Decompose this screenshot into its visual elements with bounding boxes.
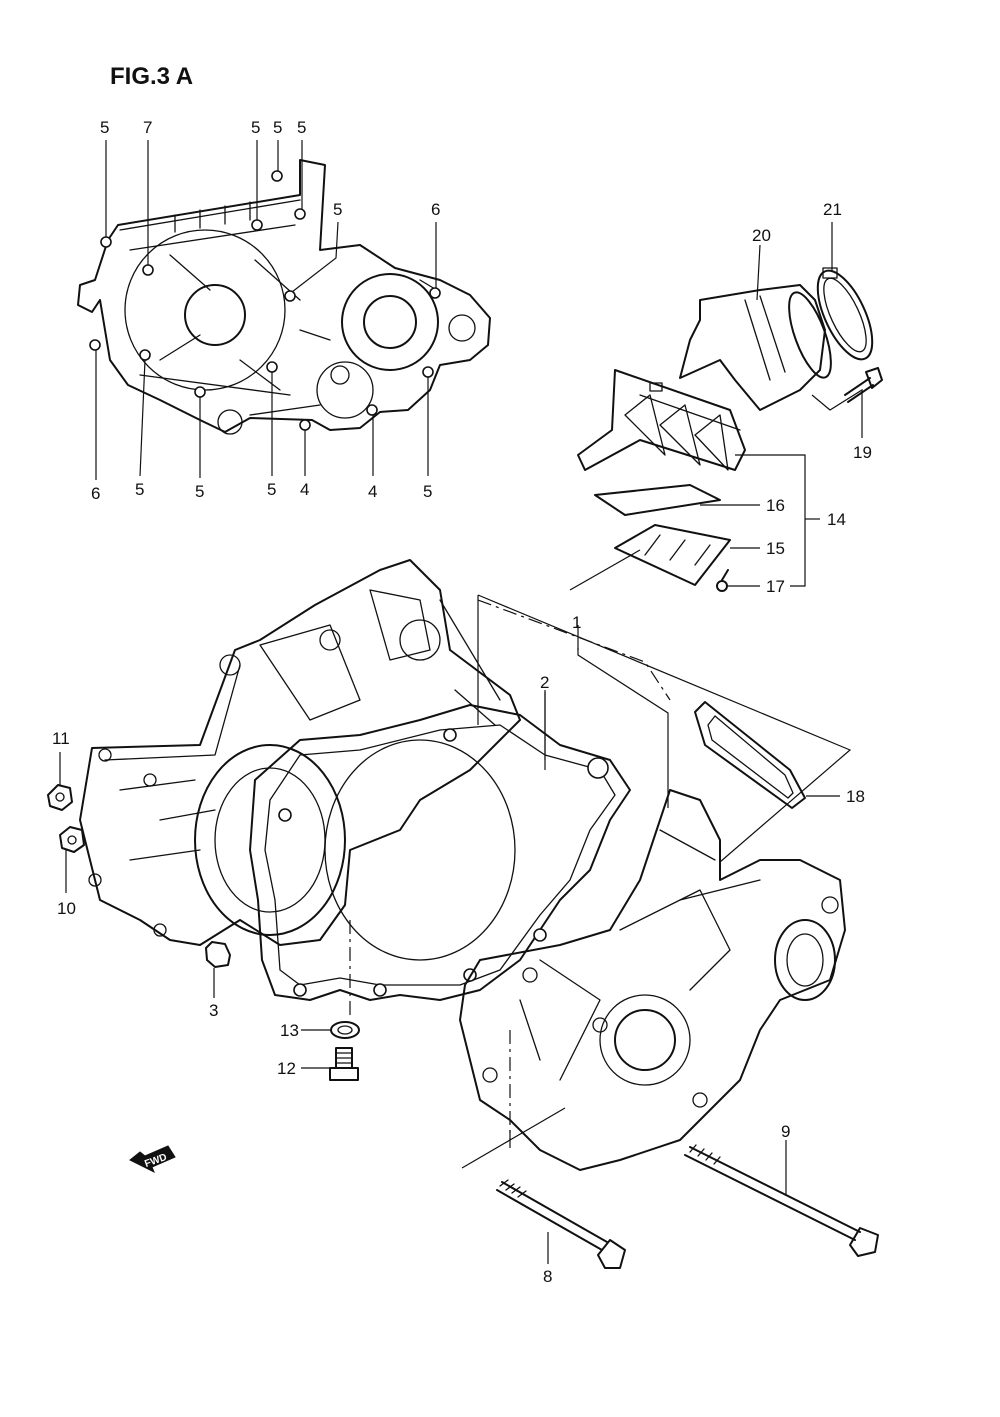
bolt-9	[684, 1144, 879, 1257]
intake-callout-leaders	[569, 222, 863, 591]
intake-clamp	[816, 267, 874, 361]
drain-plug-12	[329, 1047, 359, 1081]
figure-title: FIG.3 A	[110, 63, 193, 90]
callout-5: 5	[273, 118, 282, 137]
reed-plate-15	[614, 524, 731, 586]
callout-4: 4	[368, 482, 377, 501]
callout-8: 8	[543, 1267, 552, 1286]
callout-5: 5	[100, 118, 109, 137]
callout-labels: 5 7 5 5 5 5 6 6 5 5 5 4 4 5 20 21 19 16 …	[52, 118, 872, 1286]
forward-direction-arrow: FWD	[129, 1145, 176, 1174]
crankcase-right-half	[459, 789, 846, 1171]
callout-9: 9	[781, 1122, 790, 1141]
bottom-callout-leaders	[59, 625, 840, 1264]
callout-6: 6	[91, 484, 100, 503]
callout-15: 15	[766, 539, 785, 558]
callout-2: 2	[540, 673, 549, 692]
bolt-8	[496, 1179, 626, 1269]
callout-5: 5	[267, 480, 276, 499]
top-callout-leaders	[95, 140, 437, 480]
callout-14: 14	[827, 510, 846, 529]
nut-10	[59, 826, 85, 853]
callout-5: 5	[251, 118, 260, 137]
callout-6: 6	[431, 200, 440, 219]
nut-11	[47, 784, 73, 811]
reed-valve-gasket	[694, 701, 806, 809]
callout-13: 13	[280, 1021, 299, 1040]
callout-10: 10	[57, 899, 76, 918]
callout-4: 4	[300, 480, 309, 499]
callout-7: 7	[143, 118, 152, 137]
gasket-washer-13	[330, 1021, 360, 1039]
callout-16: 16	[766, 496, 785, 515]
crankcase-gasket	[249, 704, 631, 1001]
callout-11: 11	[52, 729, 70, 748]
callout-1: 1	[572, 613, 581, 632]
reed-valve-assembly	[577, 369, 746, 471]
crankcase-left-half	[79, 559, 521, 946]
callout-17: 17	[766, 577, 785, 596]
callout-20: 20	[752, 226, 771, 245]
callout-18: 18	[846, 787, 865, 806]
callout-5: 5	[333, 200, 342, 219]
intake-pipe	[679, 284, 832, 411]
callout-19: 19	[853, 443, 872, 462]
callout-5: 5	[423, 482, 432, 501]
callout-5: 5	[195, 482, 204, 501]
callout-5: 5	[135, 480, 144, 499]
callout-3: 3	[209, 1001, 218, 1020]
assembly-guide-lines	[349, 594, 852, 1169]
dowel-pin-3	[205, 941, 231, 968]
crankcase-inner-view	[77, 159, 491, 435]
callout-12: 12	[277, 1059, 296, 1078]
screw-17	[716, 569, 729, 592]
reed-stopper-16	[594, 484, 721, 516]
bolt-19	[844, 367, 883, 403]
callout-5: 5	[297, 118, 306, 137]
callout-21: 21	[823, 200, 842, 219]
